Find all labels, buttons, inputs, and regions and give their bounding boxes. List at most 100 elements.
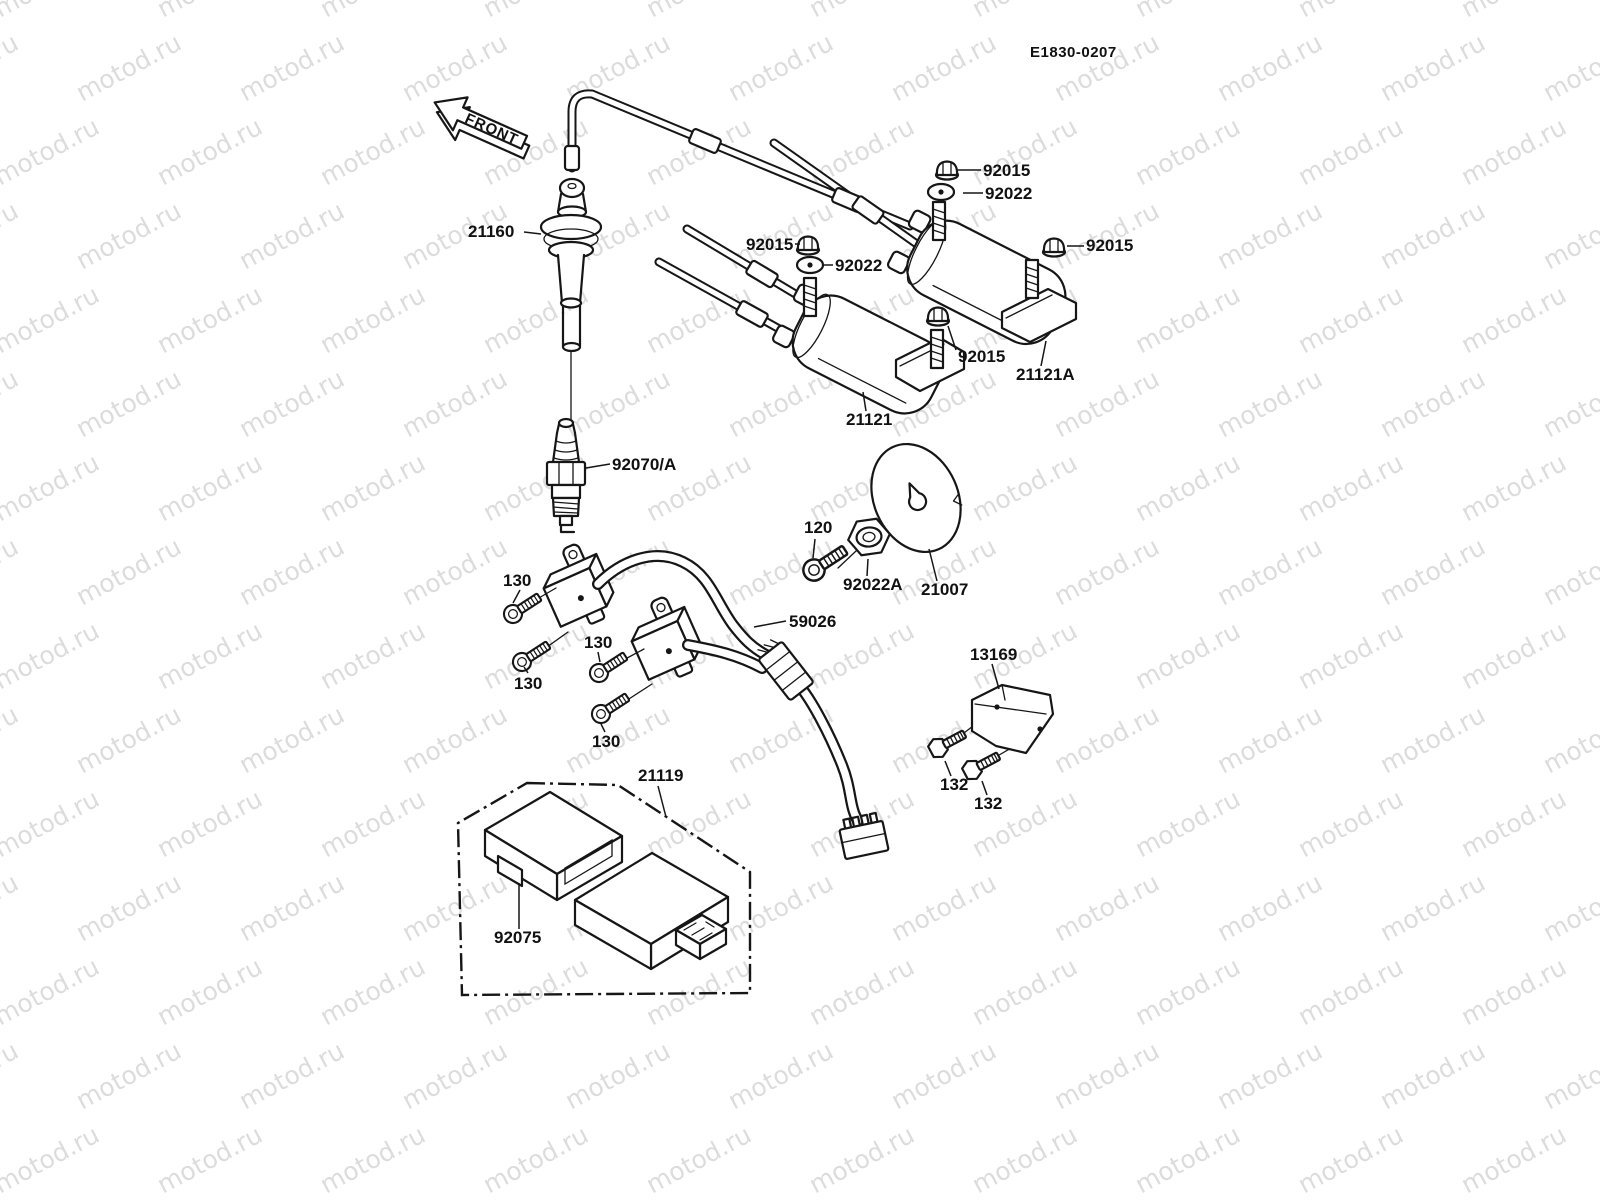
watermark-text: motod.ru xyxy=(234,364,349,443)
watermark-text: motod.ru xyxy=(1538,700,1600,779)
watermark-text: motod.ru xyxy=(0,1036,23,1115)
rubber-case-92075 xyxy=(483,790,624,902)
watermark-text: motod.ru xyxy=(967,952,1082,1031)
timing-rotor-assembly xyxy=(798,442,963,586)
part-label-130-3: 130 xyxy=(514,674,542,693)
watermark-text: motod.ru xyxy=(0,1120,104,1199)
watermark-text: motod.ru xyxy=(1130,616,1245,695)
watermark-text: motod.ru xyxy=(315,952,430,1031)
watermark-text: motod.ru xyxy=(1375,868,1490,947)
watermark-text: motod.ru xyxy=(1293,616,1408,695)
cdi-unit-group-21119 xyxy=(456,781,752,997)
watermark-text: motod.ru xyxy=(641,784,756,863)
watermark-text: motod.ru xyxy=(804,952,919,1031)
watermark-text: motod.ru xyxy=(0,952,104,1031)
watermark-text: motod.ru xyxy=(1212,532,1327,611)
watermark-text: motod.ru xyxy=(315,784,430,863)
leader-line-130-1 xyxy=(512,589,521,604)
watermark-text: motod.ru xyxy=(1293,280,1408,359)
igniter-box xyxy=(573,851,730,971)
watermark-text: motod.ru xyxy=(397,28,512,107)
watermark-text: motod.ru xyxy=(886,28,1001,107)
watermark-text: motod.ru xyxy=(1456,448,1571,527)
harness-connector-mid xyxy=(757,639,814,701)
ignition-coil-21121A xyxy=(886,209,1078,346)
watermark-text: motod.ru xyxy=(1293,448,1408,527)
stud-drawing xyxy=(931,200,947,242)
watermark-text: motod.ru xyxy=(71,1036,186,1115)
watermark-text: motod.ru xyxy=(1293,784,1408,863)
watermark-text: motod.ru xyxy=(1130,280,1245,359)
wire-ferrule xyxy=(850,194,886,226)
watermark-text: motod.ru xyxy=(234,28,349,107)
leader-line-21121A xyxy=(1040,340,1047,367)
watermark-text: motod.ru xyxy=(71,364,186,443)
nut-92015-1 xyxy=(934,160,960,181)
leader-line-21160 xyxy=(523,231,542,235)
watermark-text: motod.ru xyxy=(723,28,838,107)
watermark-text: motod.ru xyxy=(1456,952,1571,1031)
watermark-text: motod.ru xyxy=(1375,364,1490,443)
watermark-text: motod.ru xyxy=(1212,196,1327,275)
watermark-text: motod.ru xyxy=(234,700,349,779)
watermark-text: motod.ru xyxy=(1293,112,1408,191)
watermark-text: motod.ru xyxy=(886,868,1001,947)
harness-connector-end xyxy=(838,811,890,860)
watermark-text: motod.ru xyxy=(1130,448,1245,527)
watermark-text: motod.ru xyxy=(1538,1036,1600,1115)
watermark-text: motod.ru xyxy=(0,280,104,359)
nut-92022A xyxy=(847,517,891,557)
watermark-text: motod.ru xyxy=(641,280,756,359)
watermark-text: motod.ru xyxy=(1538,532,1600,611)
front-arrow: FRONT xyxy=(433,96,531,160)
watermark-text: motod.ru xyxy=(478,1120,593,1199)
watermark-text: motod.ru xyxy=(315,280,430,359)
leader-line-92022A xyxy=(866,558,869,577)
watermark-text: motod.ru xyxy=(1212,364,1327,443)
part-label-130-2: 130 xyxy=(584,633,612,652)
watermark-text: motod.ru xyxy=(886,1036,1001,1115)
watermark-text: motod.ru xyxy=(1130,784,1245,863)
leader-line-59026 xyxy=(753,620,787,628)
leader-line-132-1 xyxy=(944,760,952,777)
watermark-text: motod.ru xyxy=(0,112,104,191)
timing-rotor-21007 xyxy=(870,442,963,554)
watermark-text: motod.ru xyxy=(71,28,186,107)
watermark-text: motod.ru xyxy=(0,784,104,863)
watermark-text: motod.ru xyxy=(71,868,186,947)
watermark-text: motod.ru xyxy=(804,0,919,23)
watermark-text: motod.ru xyxy=(315,1120,430,1199)
part-label-130-4: 130 xyxy=(592,732,620,751)
watermark-text: motod.ru xyxy=(641,1120,756,1199)
part-label-21007: 21007 xyxy=(921,580,968,599)
leader-line-130-3 xyxy=(523,666,529,674)
watermark-text: motod.ru xyxy=(152,448,267,527)
part-label-13169: 13169 xyxy=(970,645,1017,664)
watermark-text: motod.ru xyxy=(1293,0,1408,23)
watermark-text: motod.ru xyxy=(1293,1120,1408,1199)
watermark-text: motod.ru xyxy=(0,868,23,947)
spark-plug-92070A xyxy=(545,417,587,534)
part-label-132-1: 132 xyxy=(940,775,968,794)
watermark-text: motod.ru xyxy=(1375,532,1490,611)
watermark-text: motod.ru xyxy=(804,1120,919,1199)
watermark-text: motod.ru xyxy=(1212,1036,1327,1115)
watermark-text: motod.ru xyxy=(1212,868,1327,947)
leader-line-21007 xyxy=(928,548,938,582)
watermark-text: motod.ru xyxy=(71,700,186,779)
watermark-text: motod.ru xyxy=(397,1036,512,1115)
harness-59026 xyxy=(592,550,890,860)
group-boundary xyxy=(456,781,752,997)
watermark-text: motod.ru xyxy=(152,280,267,359)
watermark-text: motod.ru xyxy=(967,1120,1082,1199)
watermark-text: motod.ru xyxy=(1049,868,1164,947)
leader-line-13169 xyxy=(991,663,1000,690)
watermark-text: motod.ru xyxy=(234,868,349,947)
watermark-text: motod.ru xyxy=(234,1036,349,1115)
leader-line-21121 xyxy=(862,391,867,412)
part-label-21121A: 21121A xyxy=(1016,365,1075,384)
part-label-59026: 59026 xyxy=(789,612,836,631)
watermark-text: motod.ru xyxy=(315,112,430,191)
watermark-text: motod.ru xyxy=(1538,28,1600,107)
watermark-text: motod.ru xyxy=(1049,28,1164,107)
